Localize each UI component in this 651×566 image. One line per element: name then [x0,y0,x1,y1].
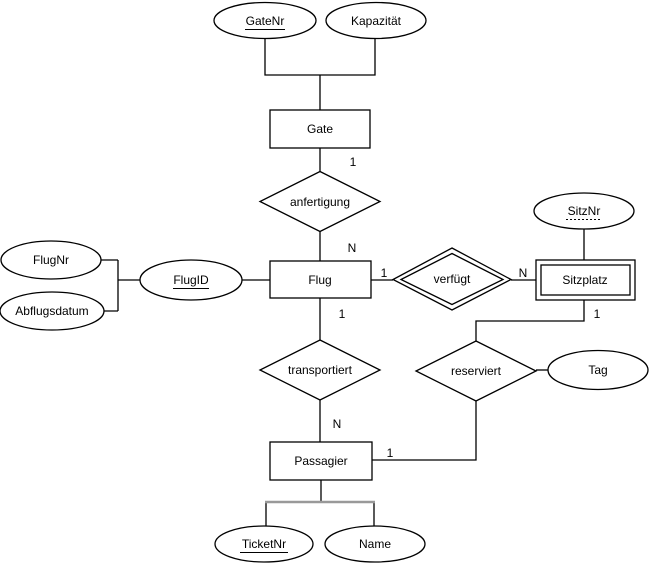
attribute-sitznr-label: SitzNr [568,204,601,218]
attribute-flugnr-label: FlugNr [33,253,69,267]
attribute-abflugsdatum-label: Abflugsdatum [15,304,88,318]
attribute-kapazitaet: Kapazität [325,1,427,40]
cardinality-transportiert-passagier: N [333,417,342,431]
attribute-abflugsdatum: Abflugsdatum [0,291,105,331]
connector-flugid-junction [101,259,140,312]
attribute-sitznr: SitzNr [533,192,635,230]
attribute-gatenr-label: GateNr [246,14,285,28]
relationship-verfuegt: verfügt [391,247,513,311]
entity-passagier: Passagier [269,441,373,481]
attribute-flugid-label: FlugID [173,273,209,287]
relationship-transportiert: transportiert [258,339,382,401]
entity-flug: Flug [269,260,372,299]
attribute-flugnr: FlugNr [0,240,102,280]
entity-passagier-label: Passagier [294,454,347,468]
attribute-name-label: Name [359,537,391,551]
attribute-ticketnr-label: TicketNr [242,537,286,551]
cardinality-gate-anfertigung: 1 [350,155,357,169]
entity-gate-label: Gate [307,122,333,136]
attribute-tag-label: Tag [588,363,607,377]
connector-reserviert-passagier [372,401,477,461]
attribute-tag: Tag [547,349,649,391]
cardinality-anfertigung-flug: N [348,241,357,255]
entity-sitzplatz-label: Sitzplatz [562,273,607,287]
relationship-anfertigung: anfertigung [258,170,382,233]
cardinality-flug-transportiert: 1 [339,307,346,321]
cardinality-flug-verfuegt: 1 [381,266,388,280]
entity-flug-label: Flug [308,273,331,287]
relationship-verfuegt-label: verfügt [434,272,471,286]
connector-passagier-attributes-stem [265,480,375,526]
attribute-gatenr: GateNr [213,1,317,40]
attribute-ticketnr: TicketNr [214,525,314,563]
connector-sitzplatz-reserviert [475,300,585,341]
connector-gate-attributes [264,38,376,110]
attribute-name: Name [324,525,426,563]
cardinality-passagier-reserviert: 1 [387,446,394,460]
cardinality-sitzplatz-reserviert: 1 [594,307,601,321]
relationship-reserviert-label: reserviert [451,364,502,378]
relationship-anfertigung-label: anfertigung [290,195,350,209]
relationship-reserviert: reserviert [414,340,538,402]
attribute-flugid: FlugID [139,259,243,301]
entity-sitzplatz: Sitzplatz [535,259,636,301]
cardinality-verfuegt-sitzplatz: N [519,266,528,280]
entity-gate: Gate [269,109,371,149]
relationship-transportiert-label: transportiert [288,363,353,377]
attribute-kapazitaet-label: Kapazität [351,14,402,28]
